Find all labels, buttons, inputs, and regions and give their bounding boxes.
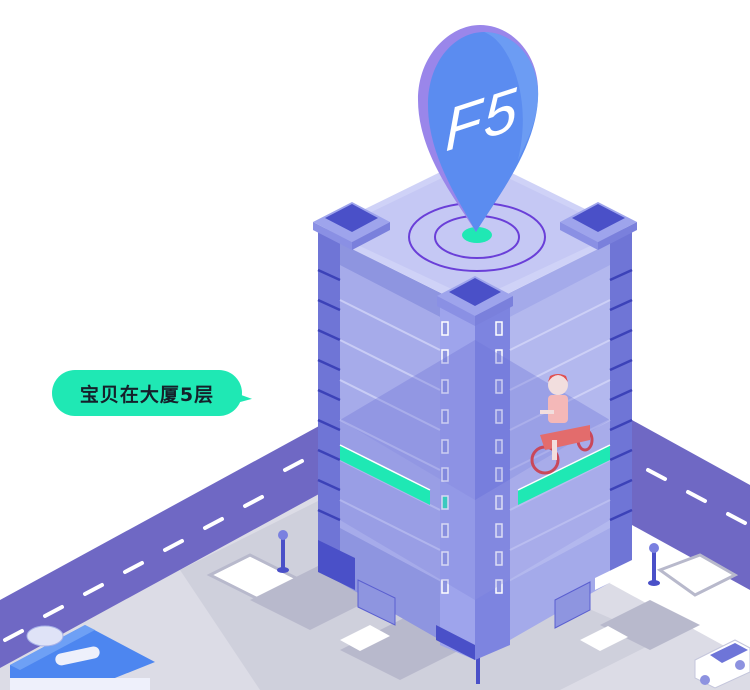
shop-building [10,625,155,690]
speech-bubble-icon: 宝贝在大厦5层 [52,370,242,416]
floor-highlight-right [518,445,610,505]
location-message: 宝贝在大厦5层 [79,383,215,406]
car-icon [694,639,750,689]
road-left [0,420,330,668]
roof-blocks [313,202,637,326]
child-on-tricycle-icon [530,374,594,475]
office-building [313,155,637,660]
location-pin-icon [418,25,539,232]
floor-highlight-left [340,445,430,505]
road-right [632,420,750,590]
